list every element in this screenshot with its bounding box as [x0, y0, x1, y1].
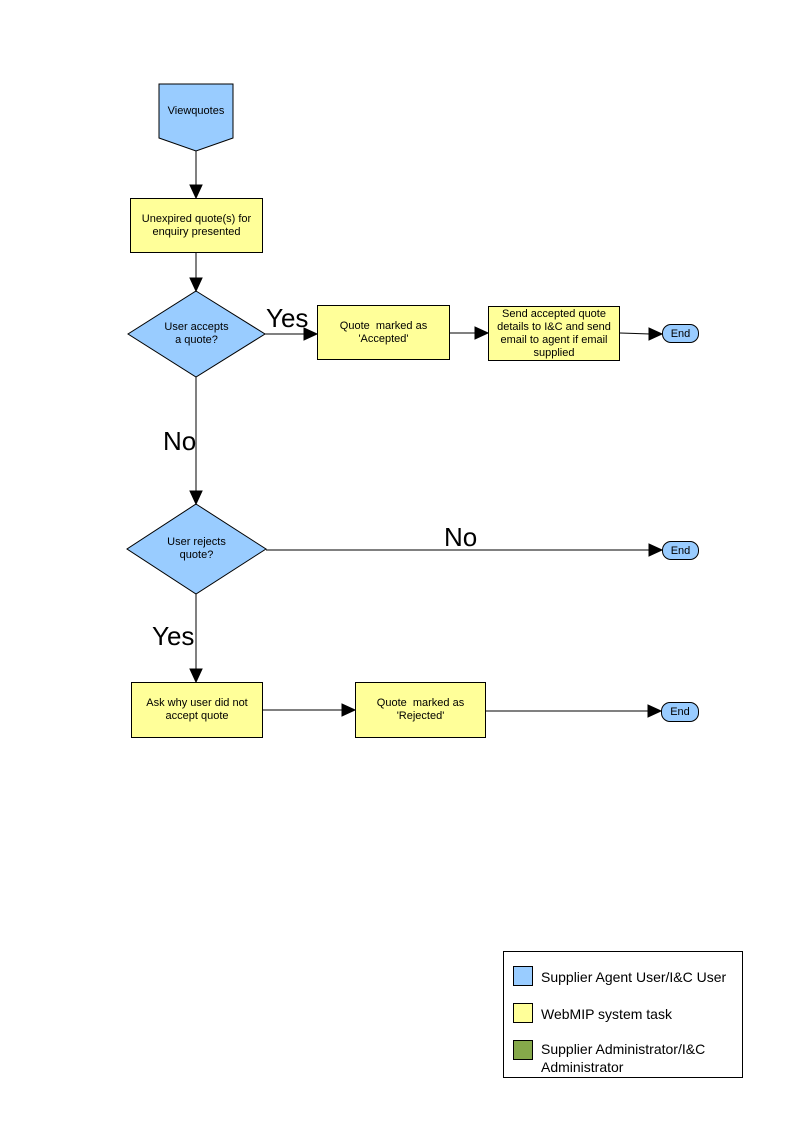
arrow-accepted-to-send [450, 326, 490, 340]
legend-label-supplier-administrator: Supplier Administrator/I&C Administrator [541, 1041, 706, 1075]
end-node-accepted: End [662, 324, 699, 343]
arrow-start-to-unexpired [189, 151, 203, 200]
legend-label-supplier-agent-user: Supplier Agent User/I&C User [541, 969, 727, 985]
arrow-rejects-yes-to-askwhy [189, 594, 203, 684]
legend-swatch-webmip-system-task [513, 1003, 533, 1023]
start-pentagon-shape [158, 83, 234, 152]
edge-label-accept-yes: Yes [266, 303, 309, 333]
arrow-askwhy-to-rejected [263, 703, 357, 717]
arrow-send-to-end1 [619, 327, 664, 341]
legend-swatch-supplier-administrator [513, 1040, 533, 1060]
decision-rejects-label: User rejects quote? [167, 536, 226, 561]
edge-label-reject-no: No [444, 522, 478, 552]
process-box-quote-accepted: Quote marked as 'Accepted' [317, 305, 450, 360]
legend-label-webmip-system-task: WebMIP system task [541, 1006, 672, 1022]
legend-swatch-supplier-agent-user [513, 966, 533, 986]
process-box-send-details: Send accepted quote details to I&C and s… [488, 306, 620, 361]
edge-label-reject-yes: Yes [152, 621, 195, 651]
arrow-accepts-yes-to-accepted [265, 327, 319, 341]
arrow-rejects-no-to-end2 [266, 543, 664, 557]
legend [503, 951, 743, 1078]
edge-label-accept-no: No [163, 426, 197, 456]
process-box-ask-why: Ask why user did not accept quote [131, 682, 263, 738]
arrow-accepts-no-to-rejects [189, 377, 203, 506]
end-node-rejected: End [661, 702, 699, 722]
process-box-quote-rejected: Quote marked as 'Rejected' [355, 682, 486, 738]
arrow-unexpired-to-accepts [189, 253, 203, 293]
arrow-rejected-to-end3 [486, 704, 663, 718]
end-node-reject-no: End [662, 541, 699, 560]
start-node-label: Viewquotes [167, 104, 225, 117]
decision-accepts-label: User accepts a quote? [164, 321, 229, 346]
process-box-unexpired-quotes: Unexpired quote(s) for enquiry presented [130, 198, 263, 253]
